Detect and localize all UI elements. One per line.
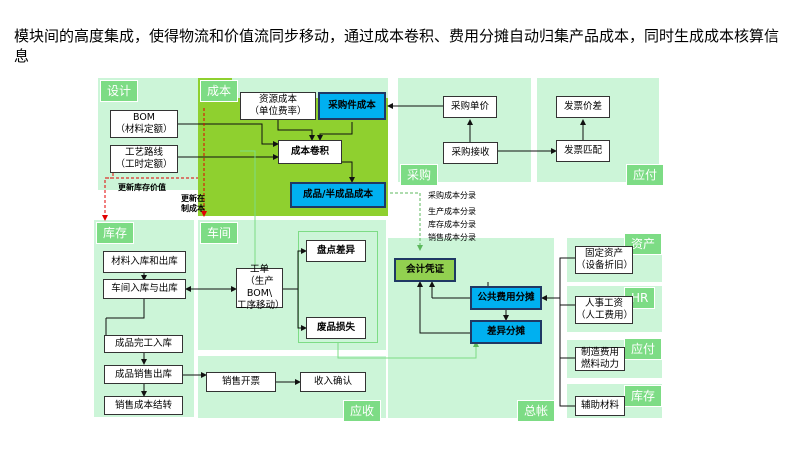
note-production-cost-entry: 生产成本分录 bbox=[428, 207, 476, 216]
purchase-receipt-box: 采购接收 bbox=[443, 142, 498, 164]
purchase-price-box: 采购单价 bbox=[443, 96, 497, 118]
page-title: 模块间的高度集成，使得物流和价值流同步移动，通过成本卷积、费用分摊自动归集产品成… bbox=[14, 27, 780, 65]
zone-assets: 资产 bbox=[624, 233, 663, 255]
common-expense-alloc-box: 公共费用分摊 bbox=[470, 286, 542, 310]
zone-design: 设计 bbox=[100, 80, 139, 102]
note-sales-cost-entry: 销售成本分录 bbox=[428, 233, 476, 242]
purchase-part-cost-box: 采购件成本 bbox=[318, 92, 386, 120]
zone-ledger: 总帐 bbox=[517, 400, 556, 422]
workshop-io-box: 车间入库与出库 bbox=[103, 279, 186, 299]
product-cost-box: 成品/半成品成本 bbox=[290, 182, 386, 208]
routing-box: 工艺路线 （工时定额） bbox=[110, 145, 178, 173]
sales-cost-carryover-box: 销售成本结转 bbox=[104, 396, 183, 415]
zone-purchase: 采购 bbox=[400, 164, 439, 186]
fixed-assets-box: 固定资产 （设备折旧） bbox=[575, 246, 633, 274]
note-update-inventory-value: 更新库存价值 bbox=[118, 183, 166, 192]
sales-invoice-box: 销售开票 bbox=[206, 372, 276, 392]
scrap-loss-box: 废品损失 bbox=[306, 317, 366, 339]
revenue-confirm-box: 收入确认 bbox=[300, 372, 366, 392]
labor-wages-box: 人事工资 （人工费用） bbox=[575, 296, 633, 324]
zone-receivable: 应收 bbox=[343, 400, 382, 422]
note-inventory-cost-entry: 库存成本分录 bbox=[428, 220, 476, 229]
material-io-box: 材料入库和出库 bbox=[103, 251, 186, 273]
zone-cost: 成本 bbox=[200, 80, 239, 102]
inventory-diff-box: 盘点差异 bbox=[306, 240, 366, 262]
zone-workshop: 车间 bbox=[200, 222, 239, 244]
note-update-mfg-cost: 更新在 制成本 bbox=[181, 194, 205, 213]
zone-payable-top: 应付 bbox=[626, 164, 665, 186]
resource-cost-box: 资源成本 （单位费率） bbox=[240, 92, 316, 120]
finished-sales-out-box: 成品销售出库 bbox=[104, 365, 183, 384]
accounting-voucher-box: 会计凭证 bbox=[394, 258, 456, 282]
variance-alloc-box: 差异分摊 bbox=[470, 320, 542, 344]
mfg-expense-box: 制造费用 燃料动力 bbox=[575, 347, 625, 371]
work-order-box: 工单 （生产BOM\ 工序移动） bbox=[236, 264, 285, 311]
invoice-match-box: 发票匹配 bbox=[556, 140, 610, 162]
finished-in-box: 成品完工入库 bbox=[104, 335, 183, 353]
bom-box: BOM （材料定额） bbox=[110, 110, 178, 138]
zone-inventory: 库存 bbox=[96, 222, 135, 244]
zone-inventory-side: 库存 bbox=[624, 385, 663, 407]
invoice-variance-box: 发票价差 bbox=[556, 96, 610, 118]
cost-rollup-box: 成本卷积 bbox=[278, 140, 342, 164]
note-purchase-cost-entry: 采购成本分录 bbox=[428, 191, 476, 200]
aux-materials-box: 辅助材料 bbox=[575, 396, 625, 416]
